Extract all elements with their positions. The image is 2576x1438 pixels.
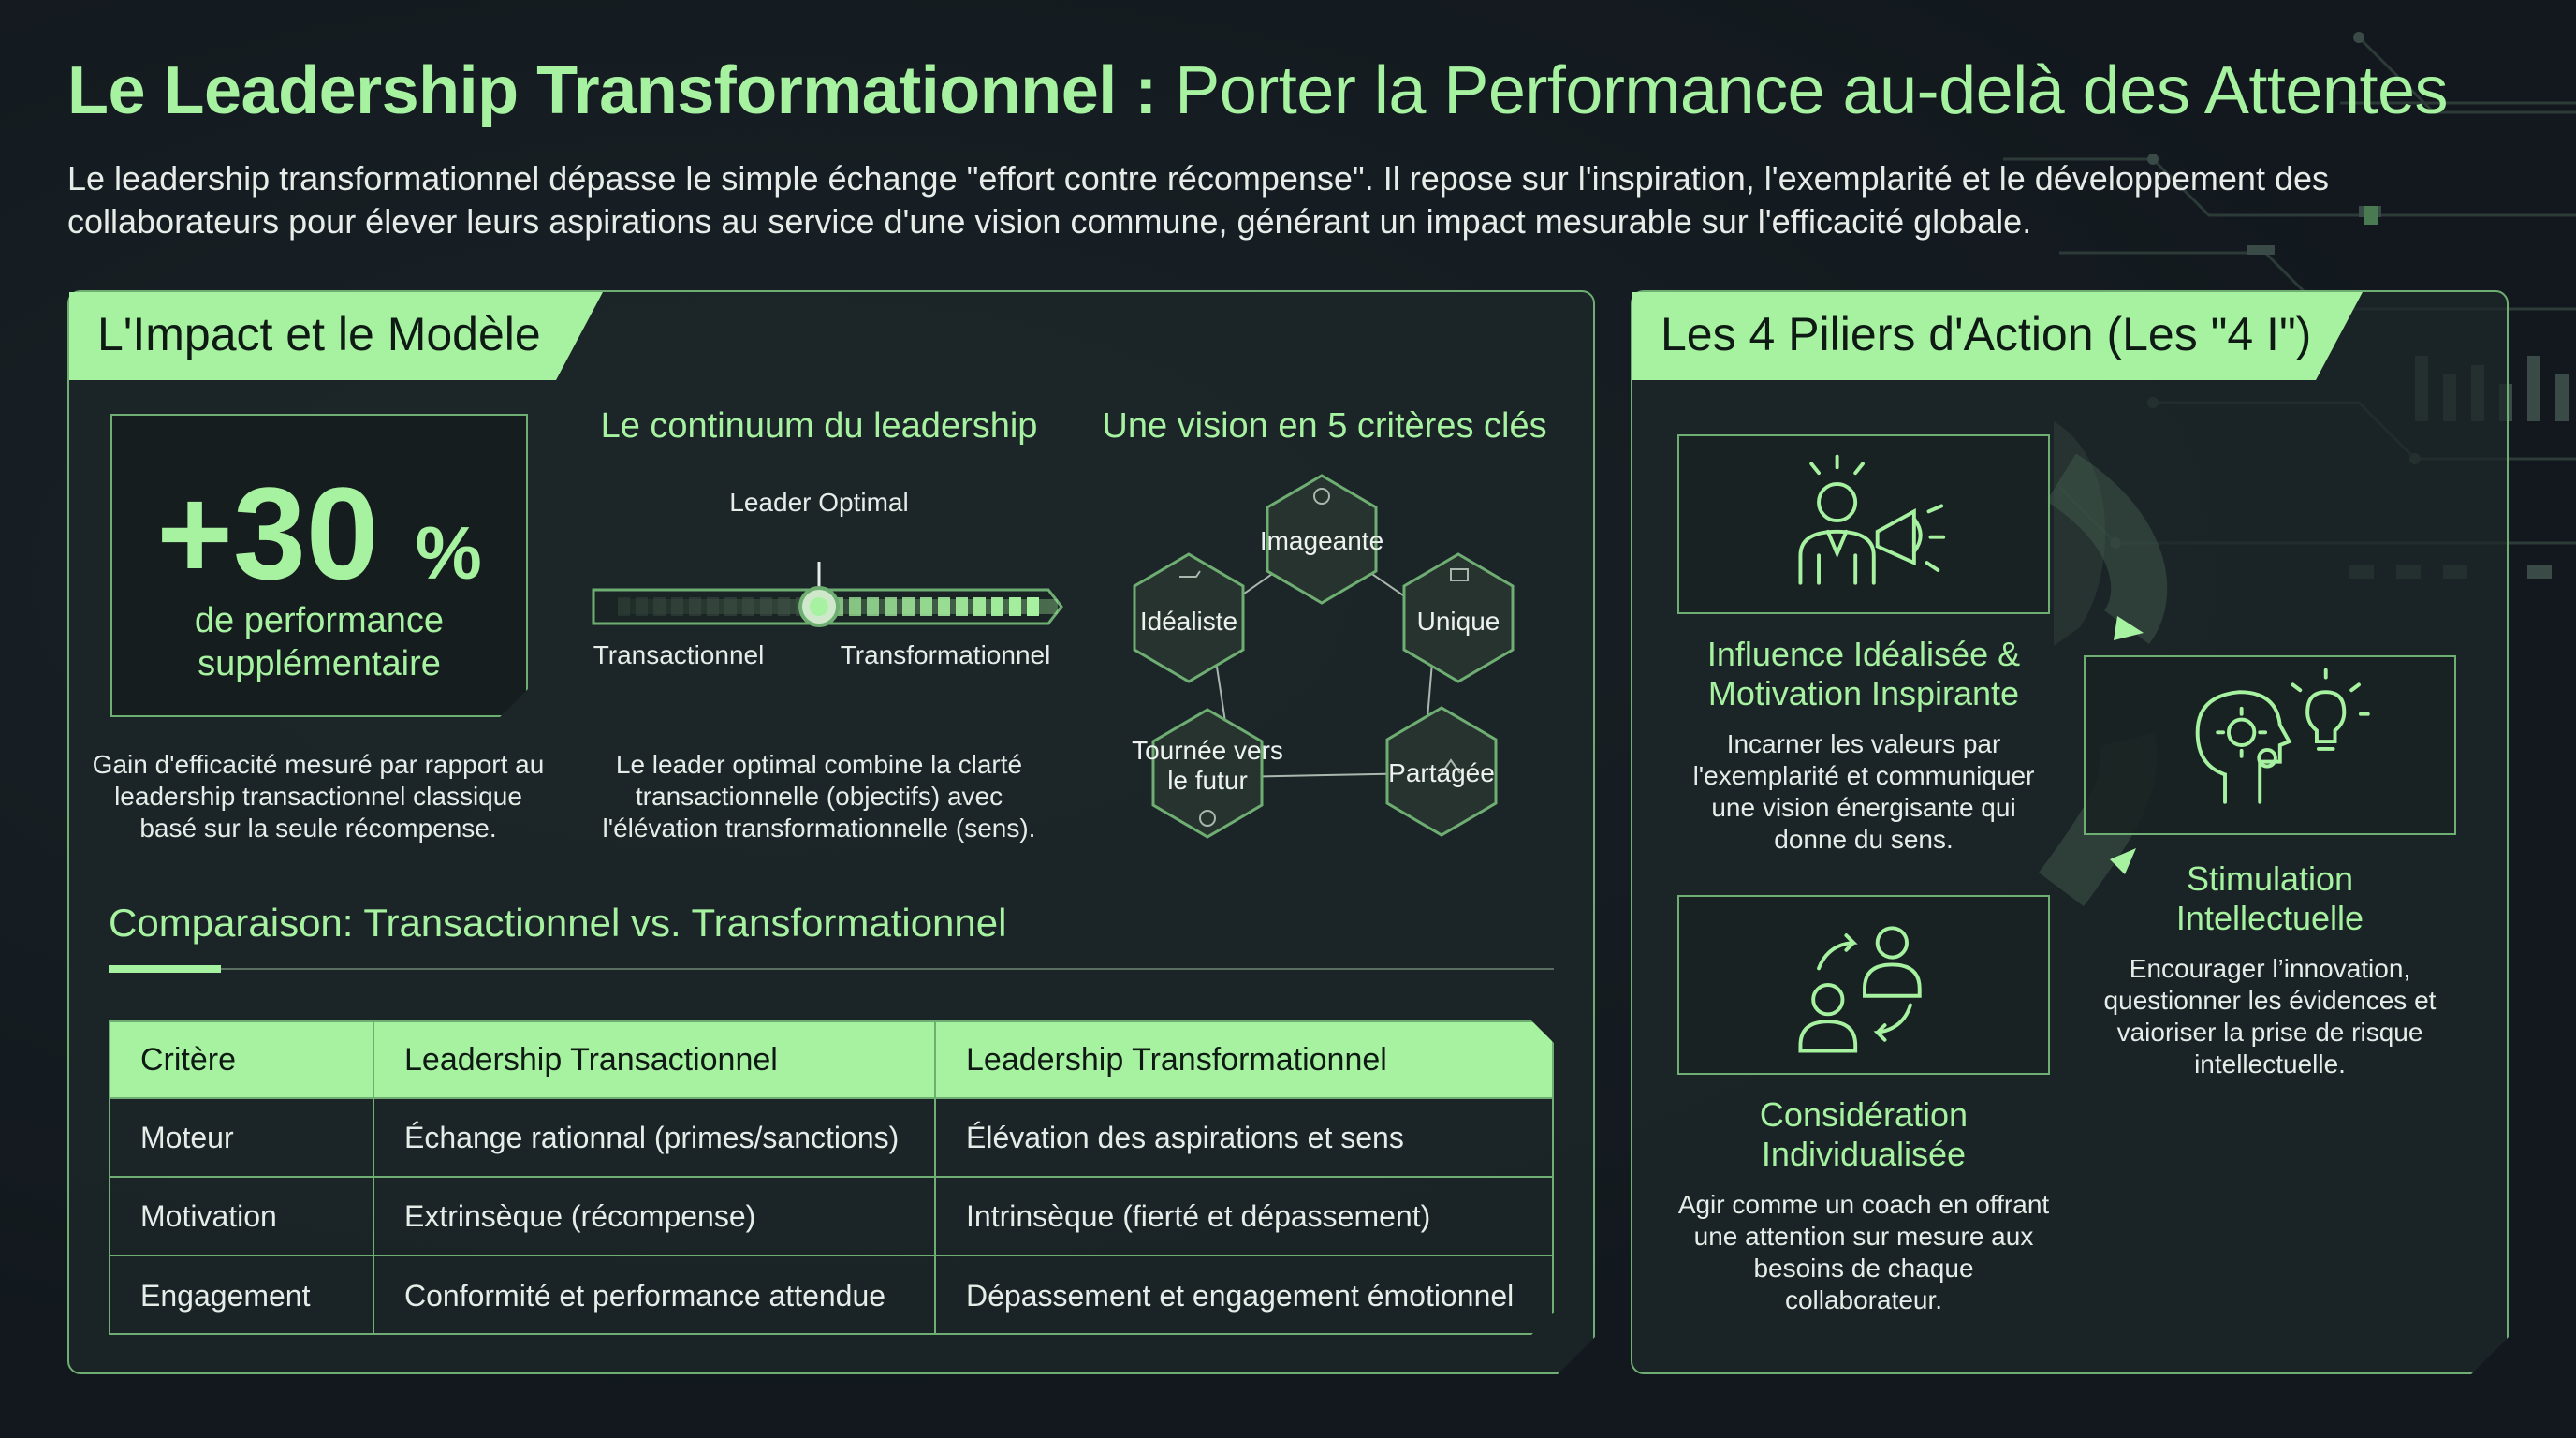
- head-gears-lightbulb-icon: [2195, 668, 2370, 804]
- header-critere: Critère: [110, 1022, 374, 1097]
- cell-transformationnel: Intrinsèque (fierté et dépassement): [966, 1198, 1431, 1233]
- continuum-segment: [618, 597, 630, 616]
- pillar-stimulation-box: [2084, 655, 2456, 835]
- cell-transactionnel: Échange rationnal (primes/sanctions): [374, 1099, 936, 1176]
- stat-box: +30 % de performance supplémentaire: [110, 414, 528, 717]
- hex-partagee: [1385, 706, 1498, 837]
- continuum-segment: [849, 597, 861, 616]
- continuum-segment: [636, 597, 648, 616]
- criterion-partagee: Partagée: [1388, 758, 1495, 787]
- table-row: Moteur Échange rationnal (primes/sanctio…: [110, 1099, 1552, 1178]
- comparison-table: Critère Leadership Transactionnel Leader…: [109, 1020, 1554, 1335]
- leader-megaphone-icon: [1798, 454, 1946, 585]
- pillar-stimulation-text: Encourager l’innovation, questionner les…: [2103, 954, 2437, 1078]
- continuum-segment: [956, 597, 968, 616]
- continuum-segment: [867, 597, 879, 616]
- continuum-slider: [592, 562, 1063, 627]
- row-label: Engagement: [110, 1256, 374, 1335]
- impact-model-tab: L'Impact et le Modèle: [69, 292, 603, 380]
- row-label: Moteur: [110, 1099, 374, 1176]
- cell-transformationnel: Dépassement et engagement émotionnel: [966, 1278, 1515, 1313]
- stat-number: +30: [156, 460, 379, 607]
- criterion-idealiste: Idéaliste: [1139, 607, 1238, 636]
- table-row: Engagement Conformité et performance att…: [110, 1256, 1552, 1335]
- continuum-segment: [902, 597, 915, 616]
- continuum-segment: [973, 597, 986, 616]
- hex-futur: [1151, 708, 1264, 839]
- pillar-consideration-box: [1677, 895, 2050, 1075]
- stat-value: +30 %: [112, 468, 526, 619]
- stat-label: de performance supplémentaire: [194, 601, 445, 683]
- stat-caption: Gain d'efficacité mesuré par rapport au …: [92, 750, 545, 843]
- coaching-people-icon: [1798, 926, 1922, 1053]
- continuum-segment: [724, 597, 737, 616]
- continuum-segment: [653, 597, 666, 616]
- continuum-segment: [885, 597, 897, 616]
- continuum-marker-label: Leader Optimal: [729, 488, 909, 517]
- pillar-influence-title: Influence Idéalisée & Motivation Inspira…: [1706, 635, 2021, 712]
- criterion-imageante: Imageante: [1259, 526, 1384, 555]
- pillar-consideration-title: Considération Individualisée: [1759, 1095, 1969, 1173]
- continuum-title: Le continuum du leadership: [600, 406, 1038, 446]
- header-transformationnel: Leadership Transformationnel: [966, 1041, 1387, 1078]
- title-sub: Porter la Performance au-delà des Attent…: [1175, 53, 2449, 128]
- criterion-futur: Tournée vers le futur: [1132, 736, 1283, 795]
- pillar-stimulation-title: Stimulation Intellectuelle: [2175, 859, 2364, 937]
- continuum-left-label: Transactionnel: [593, 640, 765, 669]
- continuum-caption: Le leader optimal combine la clarté tran…: [602, 750, 1036, 843]
- continuum-segment: [938, 597, 950, 616]
- vision-title: Une vision en 5 critères clés: [1102, 406, 1547, 446]
- continuum-segment: [1009, 597, 1021, 616]
- continuum-segment: [920, 597, 932, 616]
- pillar-influence-text: Incarner les valeurs par l'exemplarité e…: [1692, 729, 2035, 854]
- comparison-title: Comparaison: Transactionnel vs. Transfor…: [109, 901, 1007, 945]
- continuum-segment: [742, 597, 754, 616]
- title-main: Le Leadership Transformationnel :: [67, 53, 1157, 128]
- pillar-consideration-text: Agir comme un coach en offrant une atten…: [1677, 1190, 2050, 1314]
- hex-imageante: [1266, 474, 1378, 605]
- hex-idealiste: [1133, 552, 1245, 683]
- vision-hexagons: [1133, 474, 1515, 839]
- comparison-rule-accent: [109, 965, 221, 973]
- page-title: Le Leadership Transformationnel : Porter…: [67, 52, 2539, 129]
- continuum-segment: [778, 597, 790, 616]
- cell-transactionnel: Extrinsèque (récompense): [374, 1178, 936, 1255]
- pillar-influence-box: [1677, 434, 2050, 614]
- comparison-rule: [109, 968, 1554, 970]
- table-header-row: Critère Leadership Transactionnel Leader…: [110, 1022, 1552, 1099]
- criterion-unique: Unique: [1416, 607, 1500, 636]
- cell-transactionnel: Conformité et performance attendue: [374, 1256, 936, 1335]
- row-label: Motivation: [110, 1178, 374, 1255]
- continuum-segment: [707, 597, 719, 616]
- pillars-tab: Les 4 Piliers d'Action (Les "4 I"): [1632, 292, 2363, 380]
- continuum-segment: [689, 597, 701, 616]
- intro-text: Le leadership transformationnel dépasse …: [67, 159, 2329, 241]
- continuum-segment: [671, 597, 683, 616]
- hex-unique: [1402, 552, 1515, 683]
- header-transactionnel: Leadership Transactionnel: [374, 1022, 936, 1097]
- continuum-segment: [1027, 597, 1039, 616]
- continuum-segment: [991, 597, 1003, 616]
- continuum-right-label: Transformationnel: [840, 640, 1051, 669]
- stat-unit: %: [415, 511, 482, 594]
- table-row: Motivation Extrinsèque (récompense) Intr…: [110, 1178, 1552, 1256]
- continuum-segment: [760, 597, 772, 616]
- cell-transformationnel: Élévation des aspirations et sens: [966, 1120, 1404, 1154]
